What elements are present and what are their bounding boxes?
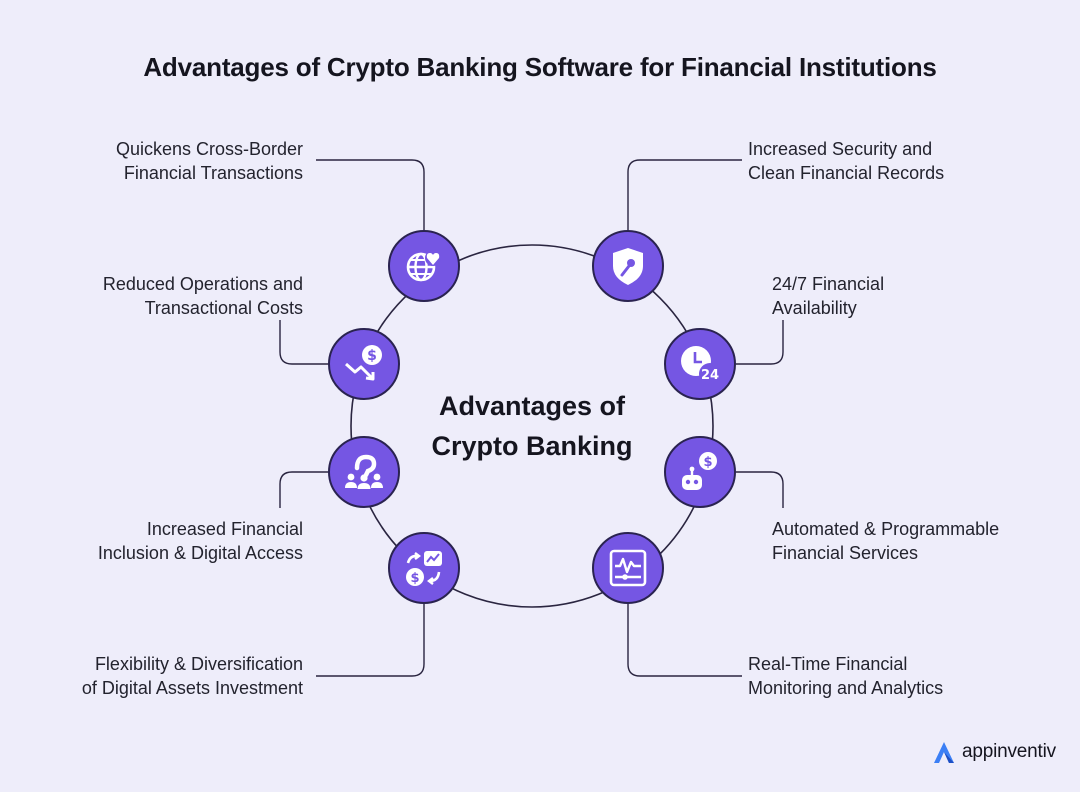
people-question-icon xyxy=(345,454,383,489)
shield-key-icon xyxy=(613,248,643,285)
label-availability: 24/7 Financial Availability xyxy=(772,274,885,318)
node-cross-border xyxy=(388,230,460,302)
monitor-pulse-icon xyxy=(609,549,647,587)
center-title: Advantages of Crypto Banking xyxy=(431,391,633,461)
label-security: Increased Security and Clean Financial R… xyxy=(748,139,945,183)
clock-24-icon: 24 xyxy=(681,346,721,385)
label-financial-inclusion: Increased Financial Inclusion & Digital … xyxy=(97,519,303,563)
dollar-down-trend-icon: $ xyxy=(345,345,382,381)
label-cross-border: Quickens Cross-Border Financial Transact… xyxy=(115,139,303,183)
label-flexibility: Flexibility & Diversification of Digital… xyxy=(81,654,303,698)
brand-name: appinventiv xyxy=(962,741,1056,762)
node-security xyxy=(592,230,664,302)
central-ring xyxy=(350,244,714,608)
svg-text:$: $ xyxy=(367,348,377,364)
brand-logo: appinventiv xyxy=(932,739,1056,765)
label-real-time: Real-Time Financial Monitoring and Analy… xyxy=(748,654,944,698)
node-availability: 24 xyxy=(664,328,736,400)
exchange-chart-icon: $ xyxy=(406,551,442,586)
globe-heart-icon xyxy=(406,250,441,282)
node-automated: $ xyxy=(664,436,736,508)
node-real-time xyxy=(592,532,664,604)
svg-text:$: $ xyxy=(703,455,712,470)
robot-dollar-icon: $ xyxy=(682,452,717,490)
appinventiv-logo-icon xyxy=(934,742,954,763)
svg-text:24: 24 xyxy=(701,368,719,383)
node-flexibility: $ xyxy=(388,532,460,604)
page-title: Advantages of Crypto Banking Software fo… xyxy=(143,52,937,82)
node-financial-inclusion xyxy=(328,436,400,508)
node-reduced-costs: $ xyxy=(328,328,400,400)
svg-text:$: $ xyxy=(410,571,419,586)
label-reduced-costs: Reduced Operations and Transactional Cos… xyxy=(102,274,303,318)
label-automated: Automated & Programmable Financial Servi… xyxy=(772,519,1000,563)
